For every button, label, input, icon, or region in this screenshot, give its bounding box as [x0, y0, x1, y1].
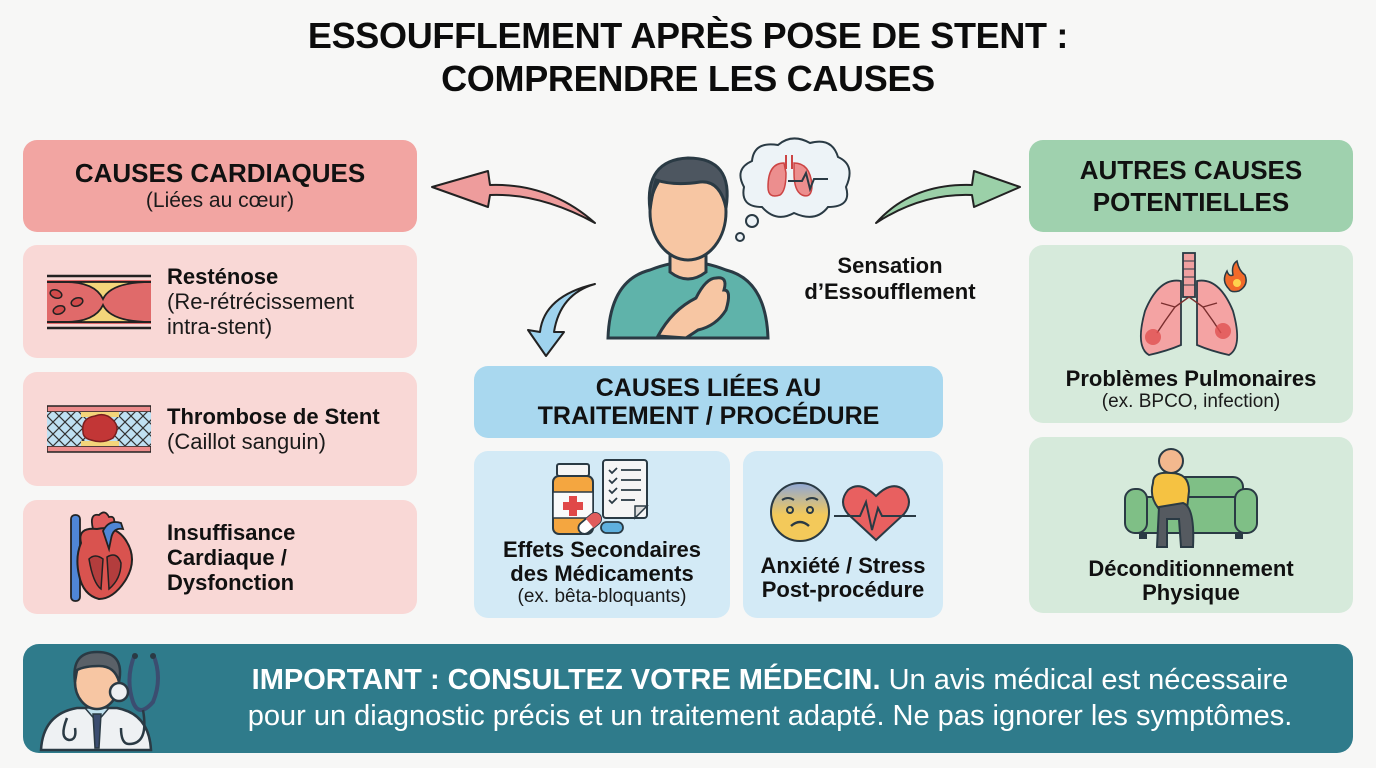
anxious-face-heartbeat-icon	[770, 482, 916, 542]
anxiety-title-2: Post-procédure	[761, 577, 925, 602]
arrow-to-cardiac-icon	[431, 170, 596, 224]
person-on-couch-icon	[1124, 448, 1258, 548]
lungs-ecg-thought-bubble-icon	[735, 137, 851, 242]
cause-card-anxiety-stress: Anxiété / Stress Post-procédure	[743, 451, 943, 618]
thrombosis-desc: (Caillot sanguin)	[167, 429, 326, 454]
anxiety-title-1: Anxiété / Stress	[760, 553, 926, 578]
symptom-label-line-2: d’Essoufflement	[804, 279, 976, 304]
heart-failure-title-1: Insuffisance	[167, 519, 296, 545]
inflamed-lungs-icon	[1139, 252, 1247, 356]
restenose-title: Resténose	[167, 264, 279, 289]
restenose-desc-2: intra-stent)	[167, 314, 273, 339]
heart-failure-title-2: Cardiaque /	[167, 544, 287, 570]
banner-text-1: Un avis médical est nécessaire	[880, 664, 1289, 696]
person-hand-on-chest-icon	[606, 156, 770, 340]
arrow-to-other-icon	[875, 170, 1021, 224]
banner-message: IMPORTANT : CONSULTEZ VOTRE MÉDECIN. Un …	[195, 662, 1345, 734]
treatment-header-line-1: CAUSES LIÉES AU	[595, 374, 822, 402]
medication-title-1: Effets Secondaires	[502, 537, 702, 562]
deconditioning-title-2: Physique	[1142, 580, 1240, 605]
treatment-causes-header: CAUSES LIÉES AU TRAITEMENT / PROCÉDURE	[474, 366, 943, 438]
arrow-to-treatment-icon	[527, 283, 596, 357]
title-line-1: ESSOUFFLEMENT APRÈS POSE DE STENT :	[307, 15, 1069, 56]
title-line-2: COMPRENDRE LES CAUSES	[441, 58, 935, 99]
treatment-header-line-2: TRAITEMENT / PROCÉDURE	[537, 402, 880, 430]
cause-card-medication-side-effects: Effets Secondaires des Médicaments (ex. …	[474, 451, 730, 618]
cause-card-heart-failure: Insuffisance Cardiaque / Dysfonction	[23, 500, 417, 614]
consult-doctor-banner: IMPORTANT : CONSULTEZ VOTRE MÉDECIN. Un …	[23, 644, 1353, 753]
medication-bottle-checklist-icon	[552, 459, 649, 535]
narrowed-artery-icon	[47, 272, 151, 332]
stent-clot-icon	[47, 404, 151, 454]
doctor-stethoscope-icon	[39, 650, 160, 752]
cardiac-header-title: CAUSES CARDIAQUES	[74, 158, 366, 188]
cause-card-restenose: Resténose (Re-rétrécissement intra-stent…	[23, 245, 417, 358]
medication-title-2: des Médicaments	[510, 561, 694, 586]
pulmonary-title: Problèmes Pulmonaires	[1065, 366, 1317, 391]
other-header-line-1: AUTRES CAUSES	[1079, 155, 1303, 185]
heart-anatomy-icon	[47, 509, 151, 605]
cause-card-deconditioning: Déconditionnement Physique	[1029, 437, 1353, 613]
deconditioning-title-1: Déconditionnement	[1088, 556, 1294, 581]
cause-card-stent-thrombosis: Thrombose de Stent (Caillot sanguin)	[23, 372, 417, 486]
heart-failure-title-3: Dysfonction	[167, 569, 295, 595]
cause-card-pulmonary: Problèmes Pulmonaires (ex. BPCO, infecti…	[1029, 245, 1353, 423]
cardiac-causes-header: CAUSES CARDIAQUES (Liées au cœur)	[23, 140, 417, 232]
symptom-label-line-1: Sensation	[837, 253, 943, 278]
other-causes-header: AUTRES CAUSES POTENTIELLES	[1029, 140, 1353, 232]
banner-important: IMPORTANT : CONSULTEZ VOTRE MÉDECIN.	[251, 664, 881, 696]
symptom-label: Sensation d’Essoufflement	[790, 253, 990, 305]
pulmonary-desc: (ex. BPCO, infection)	[1101, 391, 1281, 412]
medication-desc: (ex. bêta-bloquants)	[517, 586, 687, 607]
cardiac-header-subtitle: (Liées au cœur)	[145, 189, 295, 212]
other-header-line-2: POTENTIELLES	[1092, 187, 1290, 217]
thrombosis-title: Thrombose de Stent	[167, 404, 380, 429]
banner-text-2: pour un diagnostic précis et un traiteme…	[247, 700, 1293, 732]
page-title: ESSOUFFLEMENT APRÈS POSE DE STENT : COMP…	[0, 14, 1376, 100]
restenose-desc-1: (Re-rétrécissement	[167, 289, 355, 314]
